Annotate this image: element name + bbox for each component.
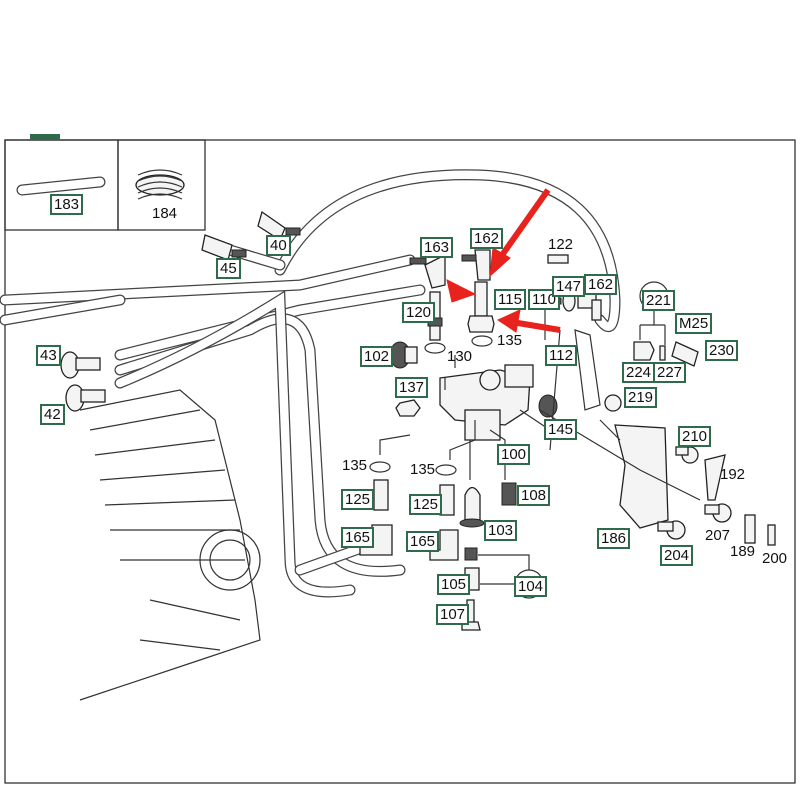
leader-lines — [379, 308, 701, 501]
label-107: 107 — [436, 604, 470, 625]
connector-42 — [65, 384, 106, 412]
bracket-186 — [614, 424, 669, 529]
label-221: 221 — [642, 290, 676, 311]
label-165-mid: 165 — [406, 531, 440, 552]
label-120: 120 — [402, 302, 436, 323]
red-arrows — [446, 188, 561, 333]
label-219: 219 — [624, 387, 658, 408]
label-40: 40 — [266, 235, 291, 256]
sensor-122 — [547, 254, 569, 264]
gasket-112 — [574, 329, 601, 411]
label-122: 122 — [548, 236, 574, 253]
label-210: 210 — [678, 426, 712, 447]
label-147: 147 — [552, 276, 586, 297]
spring-184 — [135, 169, 185, 200]
label-135-left: 135 — [342, 457, 368, 474]
nut-137 — [395, 399, 421, 417]
label-137: 137 — [395, 377, 429, 398]
clip-200 — [767, 524, 776, 546]
elbow-162 — [461, 249, 491, 281]
label-103: 103 — [484, 520, 518, 541]
label-110: 110 — [528, 289, 560, 310]
label-186: 186 — [597, 528, 631, 549]
label-204: 204 — [660, 545, 694, 566]
label-189: 189 — [730, 543, 756, 560]
label-135-top: 135 — [497, 332, 523, 349]
label-230: 230 — [705, 340, 739, 361]
label-105: 105 — [437, 574, 471, 595]
label-163: 163 — [420, 237, 454, 258]
label-130: 130 — [447, 348, 473, 365]
strainer-108 — [501, 482, 517, 506]
engine-outline — [79, 389, 261, 701]
inset-184-frame — [117, 139, 206, 231]
filter-element-103 — [459, 486, 485, 528]
label-108: 108 — [517, 485, 551, 506]
clip-189 — [744, 514, 756, 544]
label-200: 200 — [762, 550, 788, 567]
connector-43 — [60, 351, 101, 379]
label-162-top: 162 — [470, 228, 504, 249]
oring-135 — [369, 335, 493, 476]
label-207: 207 — [705, 527, 731, 544]
fuel-filter-housing-100 — [439, 364, 534, 441]
label-165-left: 165 — [341, 527, 375, 548]
elbow-163 — [409, 253, 446, 289]
label-42: 42 — [40, 404, 65, 425]
label-162: 162 — [584, 274, 618, 295]
label-184: 184 — [152, 205, 178, 222]
hose-piece-183 — [16, 176, 106, 196]
bolt-207 — [704, 503, 732, 523]
label-112: 112 — [545, 345, 577, 366]
label-104: 104 — [514, 576, 548, 597]
label-125-left: 125 — [341, 489, 375, 510]
label-183: 183 — [50, 194, 84, 215]
label-43: 43 — [36, 345, 61, 366]
bolt-210 — [675, 446, 699, 464]
label-100: 100 — [497, 444, 531, 465]
adapter-102 — [389, 341, 418, 369]
connector-125 — [373, 479, 455, 516]
label-227: 227 — [653, 362, 687, 383]
fitting-115 — [467, 281, 495, 333]
label-145: 145 — [544, 419, 578, 440]
washer-219 — [604, 394, 622, 412]
diagram-frame — [4, 139, 796, 784]
bracket-192 — [704, 454, 726, 501]
label-135-mid: 135 — [410, 461, 436, 478]
bolt-204 — [657, 520, 686, 540]
label-45: 45 — [216, 258, 241, 279]
label-224: 224 — [622, 362, 656, 383]
label-115: 115 — [494, 289, 526, 310]
label-M25: M25 — [675, 313, 713, 334]
label-125-mid: 125 — [409, 494, 443, 515]
fitting-group-221 — [633, 281, 699, 367]
label-102: 102 — [360, 346, 394, 367]
fuel-hoses — [0, 169, 621, 598]
tab-marker — [30, 134, 60, 140]
label-192: 192 — [720, 466, 746, 483]
